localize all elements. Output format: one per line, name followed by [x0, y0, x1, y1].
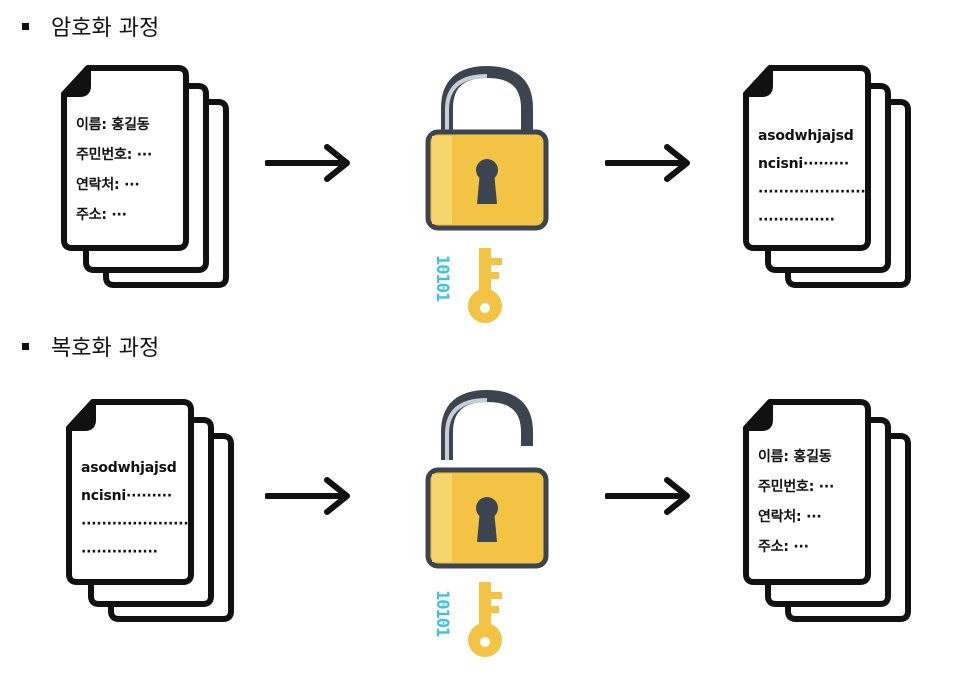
bullet-icon	[22, 342, 29, 350]
document-line: ···············	[81, 544, 158, 560]
section-title-decryption: 복호화 과정	[22, 330, 159, 362]
arrow-right-icon	[265, 144, 350, 182]
ciphertext-document-stack: asodwhjajsd ncisni········· ············…	[740, 62, 911, 288]
document-stack-icon	[61, 65, 229, 288]
ciphertext-document-stack: asodwhjajsd ncisni········· ············…	[63, 396, 234, 622]
key-icon	[468, 248, 502, 323]
document-line: 이름: 홍길동	[76, 117, 150, 133]
binary-digits: 10101	[432, 255, 452, 302]
document-line: 연락처: ···	[76, 177, 140, 193]
arrow-right-icon	[605, 477, 690, 515]
document-stack-icon	[743, 399, 911, 622]
binary-digits: 10101	[432, 590, 452, 637]
document-stack-icon	[66, 399, 234, 622]
document-line: ···············	[758, 212, 835, 228]
document-line: 주민번호: ···	[758, 479, 835, 495]
plaintext-document-stack: 이름: 홍길동 주민번호: ··· 연락처: ··· 주소: ···	[740, 396, 911, 622]
arrow-right-icon	[605, 144, 690, 182]
padlock-icon	[425, 65, 549, 231]
section-title-text: 암호화 과정	[51, 16, 160, 41]
document-line: ·····················	[81, 516, 189, 532]
plaintext-document-stack: 이름: 홍길동 주민번호: ··· 연락처: ··· 주소: ···	[58, 62, 229, 288]
document-line: 주소: ···	[758, 539, 809, 555]
document-line: asodwhjajsd	[758, 128, 854, 144]
padlock-open-icon	[425, 389, 549, 569]
document-line: ncisni·········	[81, 488, 173, 504]
section-title-text: 복호화 과정	[51, 336, 160, 361]
document-line: 이름: 홍길동	[758, 449, 832, 465]
bullet-icon	[22, 22, 29, 30]
section-title-encryption: 암호화 과정	[22, 10, 159, 42]
key-icon	[468, 582, 502, 657]
document-line: 주소: ···	[76, 207, 127, 223]
document-line: 연락처: ···	[758, 509, 822, 525]
document-stack-icon	[743, 65, 911, 288]
document-line: asodwhjajsd	[81, 460, 177, 476]
document-line: ·····················	[758, 184, 866, 200]
document-line: 주민번호: ···	[76, 147, 153, 163]
document-line: ncisni·········	[758, 156, 850, 172]
arrow-right-icon	[265, 477, 350, 515]
